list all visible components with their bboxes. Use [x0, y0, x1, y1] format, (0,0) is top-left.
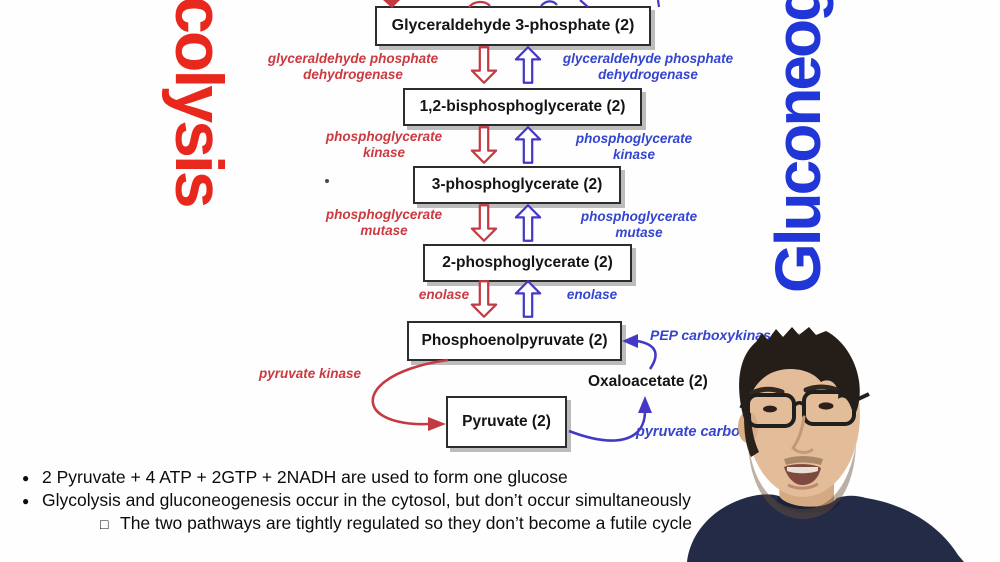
pyruvate-kinase-arrowhead	[428, 417, 446, 431]
metabolite-box-phosphoenolpyruvate: Phosphoenolpyruvate (2)	[407, 321, 622, 361]
enzyme-label-pep-carboxykinase: PEP carboxykinase	[650, 327, 779, 343]
glycolysis-title-partial: colysis	[161, 0, 237, 206]
enzyme-label-pyruvate-carboxylase-partial: pyruvate carboxy	[636, 424, 757, 440]
glycolysis-down-arrow-4	[470, 280, 498, 318]
note-line-2: ● Glycolysis and gluconeogenesis occur in…	[22, 490, 691, 511]
enzyme-label-enolase-glycolysis: enolase	[418, 287, 470, 302]
metabolite-box-2-phosphoglycerate: 2-phosphoglycerate (2)	[423, 244, 632, 282]
note-line-3: □ The two pathways are tightly regulated …	[100, 513, 692, 534]
gluconeogenesis-up-arrow-2	[514, 126, 542, 164]
metabolite-label-oxaloacetate: Oxaloacetate (2)	[588, 373, 708, 390]
note-text-2: Glycolysis and gluconeogenesis occur in …	[42, 490, 691, 510]
bullet-icon: ●	[22, 493, 30, 508]
enzyme-label-gapdh-gluconeogenesis: glyceraldehyde phosphate dehydrogenase	[562, 51, 734, 82]
metabolite-box-3-phosphoglycerate: 3-phosphoglycerate (2)	[413, 166, 621, 204]
gluconeogenesis-up-arrow-3	[514, 204, 542, 242]
enzyme-label-pgk-glycolysis: phosphoglycerate kinase	[325, 129, 443, 160]
note-text-1: 2 Pyruvate + 4 ATP + 2GTP + 2NADH are us…	[42, 467, 568, 487]
stray-dot	[325, 179, 329, 183]
enzyme-label-enolase-gluconeogenesis: enolase	[566, 287, 618, 302]
metabolite-box-bisphosphoglycerate: 1,2-bisphosphoglycerate (2)	[403, 88, 642, 126]
gluconeogenesis-up-arrow-4	[514, 280, 542, 318]
pyruvate-kinase-curve-arrow	[371, 358, 449, 426]
metabolite-box-pyruvate: Pyruvate (2)	[446, 396, 567, 448]
pyruvate-carboxylase-arrowhead	[638, 396, 652, 413]
enzyme-label-gapdh-glycolysis: glyceraldehyde phosphate dehydrogenase	[267, 51, 439, 82]
note-line-1: ● 2 Pyruvate + 4 ATP + 2GTP + 2NADH are u…	[22, 467, 568, 488]
webcam-presenter	[687, 327, 964, 562]
glycolysis-down-arrow-1	[470, 46, 498, 84]
pep-carboxykinase-curve-arrow	[636, 339, 657, 370]
enzyme-label-pgk-gluconeogenesis: phosphoglycerate kinase	[575, 131, 693, 162]
glycolysis-down-arrow-3	[470, 204, 498, 242]
enzyme-label-pgm-glycolysis: phosphoglycerate mutase	[325, 207, 443, 238]
metabolite-box-glyceraldehyde-3-phosphate: Glyceraldehyde 3-phosphate (2)	[375, 6, 651, 46]
square-bullet-icon: □	[100, 515, 109, 532]
enzyme-label-pyruvate-kinase: pyruvate kinase	[258, 366, 362, 381]
cutoff-blue-line-top	[656, 0, 661, 8]
note-text-3: The two pathways are tightly regulated s…	[120, 513, 692, 533]
pep-carboxykinase-arrowhead	[622, 334, 638, 348]
bullet-icon: ●	[22, 470, 30, 485]
pyruvate-carboxylase-curve-arrow	[568, 410, 647, 442]
glycolysis-down-arrow-2	[470, 126, 498, 164]
enzyme-label-pgm-gluconeogenesis: phosphoglycerate mutase	[580, 209, 698, 240]
gluconeogenesis-up-arrow-1	[514, 46, 542, 84]
gluconeogenesis-title-partial: Gluconeog	[762, 0, 834, 293]
